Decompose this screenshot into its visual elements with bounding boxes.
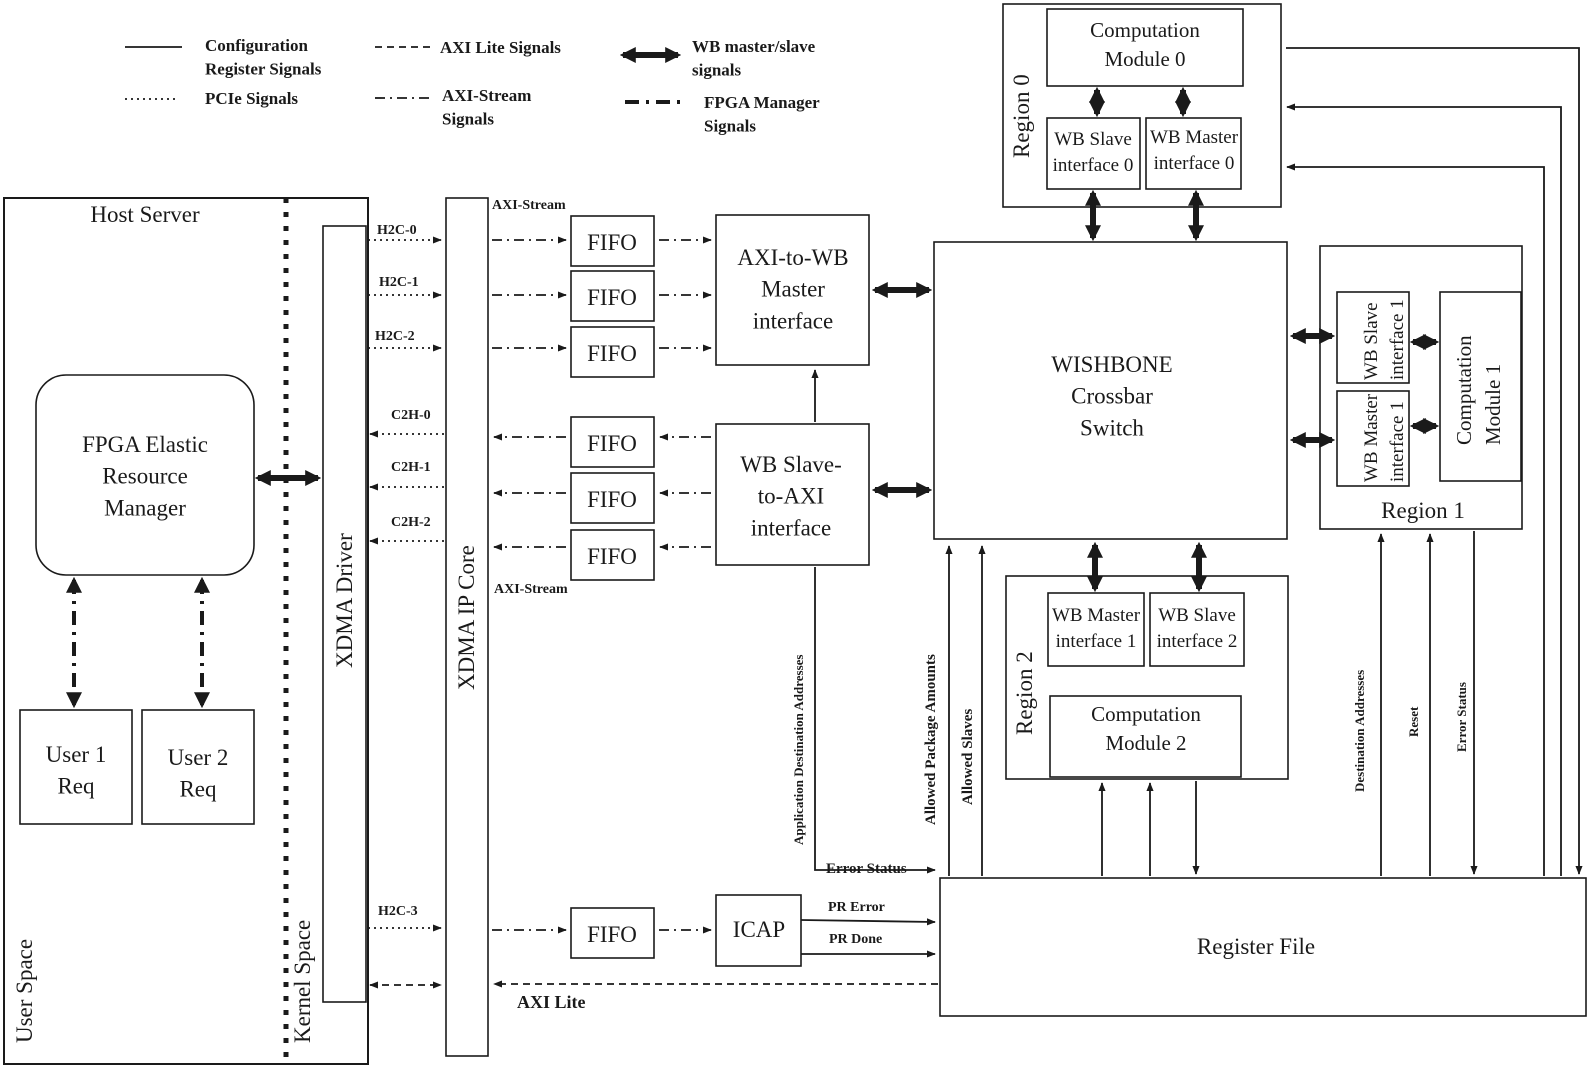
fifo-group: FIFO FIFO FIFO FIFO FIFO FIFO FIFO	[570, 215, 655, 959]
legend-pcie-label: PCIe Signals	[205, 89, 298, 108]
fifo-h2c2[interactable]	[570, 326, 655, 378]
pr-done-label: PR Done	[829, 932, 882, 947]
axi-lite-label: AXI Lite	[517, 992, 586, 1012]
user2-req-box[interactable]	[141, 709, 255, 825]
c2h1-label: C2H-1	[391, 460, 431, 475]
pr-error-label: PR Error	[828, 900, 885, 915]
app-dest-addresses-label: Application Destination Addresses	[791, 655, 806, 845]
h2c3-label: H2C-3	[378, 904, 418, 919]
axi-stream-links	[492, 236, 712, 934]
h2c2-label: H2C-2	[375, 329, 415, 344]
error-status-h-label: Error Status	[826, 861, 907, 877]
c2h2-label: C2H-2	[391, 515, 431, 530]
region1-label: Region 1	[1381, 498, 1465, 523]
register-file[interactable]	[939, 877, 1587, 1017]
host-server-title: Host Server	[90, 202, 200, 227]
computation-module1[interactable]	[1439, 291, 1522, 482]
xdma-ip-core-label: XDMA IP Core	[454, 545, 479, 690]
allowed-package-amounts-label: Allowed Package Amounts	[923, 654, 939, 825]
pr-error-line	[800, 918, 936, 926]
user-space-label: User Space	[12, 939, 37, 1043]
wb-slave-interface2[interactable]	[1149, 592, 1245, 667]
computation-module2[interactable]	[1049, 695, 1242, 778]
region0-label: Region 0	[1009, 74, 1034, 158]
xdma-driver-box[interactable]	[322, 225, 367, 1003]
wb-slave-interface0[interactable]	[1046, 117, 1141, 190]
computation-module0[interactable]	[1046, 8, 1244, 87]
wb-slave-interface1[interactable]	[1336, 291, 1410, 384]
error-status-line	[814, 567, 936, 874]
legend-axi-lite-label: AXI Lite Signals	[440, 38, 561, 57]
register-file-label: Register File	[1197, 934, 1315, 959]
config-register-signals: Application Destination Addresses Error …	[791, 47, 1583, 877]
wb-master-interface0[interactable]	[1145, 117, 1242, 190]
fifo-h2c3-label: FIFO	[587, 922, 637, 947]
c2h0-label: C2H-0	[391, 408, 431, 423]
regfile-to-region0-line-b	[1286, 163, 1545, 876]
axi-stream-bottom-label: AXI-Stream	[494, 582, 568, 597]
regfile-to-region0-line-a	[1286, 103, 1562, 876]
pcie-channels: H2C-0 H2C-1 H2C-2 C2H-0 C2H-1 C2H-2 H2C-…	[368, 223, 444, 989]
h2c1-label: H2C-1	[379, 275, 419, 290]
error-status-v-label: Error Status	[1454, 682, 1469, 752]
fifo-h2c1[interactable]	[570, 270, 655, 322]
fifo-c2h0-label: FIFO	[587, 431, 637, 456]
user1-req-box[interactable]	[19, 709, 133, 825]
kernel-space-label: Kernel Space	[290, 920, 315, 1043]
region2-label: Region 2	[1012, 651, 1037, 735]
fifo-h2c0-label: FIFO	[587, 230, 637, 255]
xdma-driver-label: XDMA Driver	[332, 533, 357, 668]
reset-label: Reset	[1406, 706, 1421, 737]
fifo-c2h1-label: FIFO	[587, 487, 637, 512]
fifo-h2c2-label: FIFO	[587, 341, 637, 366]
allowed-slaves-label: Allowed Slaves	[960, 709, 976, 805]
fpga-elastic-resource-manager[interactable]	[35, 374, 255, 576]
fifo-c2h1[interactable]	[570, 472, 655, 524]
wb-slave-to-axi-interface[interactable]	[715, 423, 870, 566]
region0-to-regfile-line	[1286, 47, 1583, 875]
fifo-c2h2[interactable]	[570, 529, 655, 581]
wishbone-crossbar-switch[interactable]	[933, 241, 1288, 540]
axi-stream-top-label: AXI-Stream	[492, 198, 566, 213]
icap-box[interactable]	[715, 894, 802, 967]
xdma-ip-core-box[interactable]	[445, 197, 489, 1057]
fifo-h2c0[interactable]	[570, 215, 655, 267]
host-server-box	[3, 197, 369, 1065]
fifo-h2c3[interactable]	[570, 907, 655, 959]
destination-addresses-label: Destination Addresses	[1352, 670, 1367, 792]
wb-master-interface1-region2[interactable]	[1047, 592, 1145, 667]
h2c0-label: H2C-0	[377, 223, 417, 238]
fifo-c2h2-label: FIFO	[587, 544, 637, 569]
wb-master-interface1[interactable]	[1336, 390, 1410, 487]
fifo-h2c1-label: FIFO	[587, 285, 637, 310]
axi-to-wb-master-interface[interactable]	[715, 214, 870, 366]
fifo-c2h0[interactable]	[570, 416, 655, 468]
icap-label: ICAP	[733, 917, 785, 942]
